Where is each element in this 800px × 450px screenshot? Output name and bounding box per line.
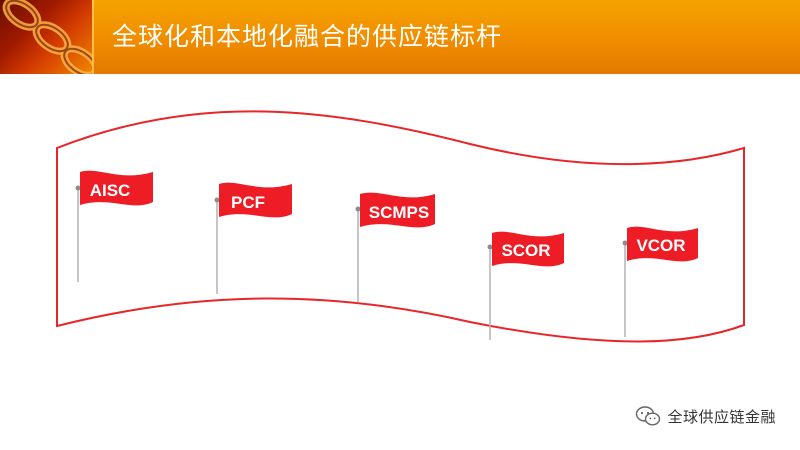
watermark: 全球供应链金融	[635, 404, 776, 428]
header-bar: 全球化和本地化融合的供应链标杆	[0, 0, 800, 74]
flag-pole-top	[622, 240, 628, 246]
flag-cloth	[627, 226, 698, 262]
wechat-icon	[636, 406, 661, 426]
header-divider	[92, 0, 94, 74]
chain-link-icon	[0, 0, 92, 74]
flag-cloth	[492, 231, 564, 267]
flag-label: AISC	[90, 181, 131, 200]
flag-label: SCOR	[501, 241, 550, 260]
flag-pole-top	[487, 244, 493, 250]
flag-label: SCMPS	[369, 203, 429, 222]
flag-label: VCOR	[636, 236, 685, 255]
flag-vcor: VCOR	[622, 226, 698, 337]
flag-pole-top	[75, 185, 81, 191]
flag-cloth	[219, 182, 292, 218]
wavy-banner	[56, 110, 745, 343]
watermark-text: 全球供应链金融	[667, 407, 776, 426]
flag-label: PCF	[231, 193, 265, 212]
flag-pole-top	[355, 206, 361, 212]
flag-scor: SCOR	[487, 231, 564, 340]
flag-aisc: AISC	[75, 170, 153, 282]
flag-pole-top	[214, 197, 220, 203]
flag-cloth	[360, 192, 435, 228]
flag-scmps: SCMPS	[355, 192, 435, 302]
flag-pcf: PCF	[214, 182, 292, 294]
flag-cloth	[80, 170, 153, 206]
page-title: 全球化和本地化融合的供应链标杆	[112, 22, 503, 51]
